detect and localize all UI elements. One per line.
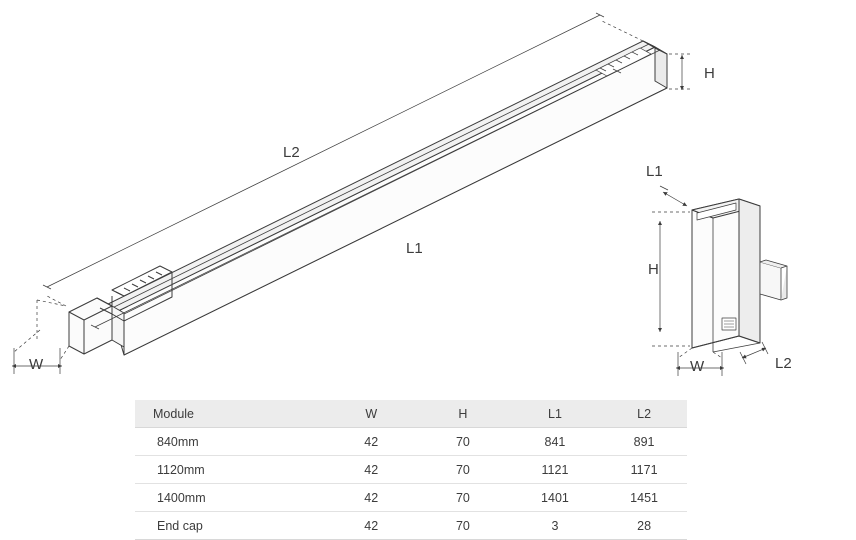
table-header-h: H [417, 400, 509, 428]
specification-table: Module W H L1 L2 840mm 42 70 841 891 112… [135, 400, 687, 540]
cell-l1: 1121 [508, 455, 602, 484]
dimension-label-endcap-l1: L1 [646, 163, 663, 180]
endcap-dimension-lines [652, 185, 769, 376]
cell-h: 70 [417, 483, 509, 512]
cell-w: 42 [325, 511, 418, 540]
table-row: 840mm 42 70 841 891 [135, 427, 687, 456]
table-header-module: Module [135, 400, 326, 428]
cell-l1: 841 [508, 427, 602, 456]
table-header-l1: L1 [508, 400, 602, 428]
table-row: End cap 42 70 3 28 [135, 511, 687, 540]
cell-module: 1400mm [135, 483, 326, 512]
cell-l2: 28 [601, 511, 687, 540]
dimension-label-main-h: H [704, 65, 715, 82]
dimension-label-endcap-l2: L2 [775, 355, 792, 372]
table-row: 1400mm 42 70 1401 1451 [135, 483, 687, 512]
cell-l1: 3 [508, 511, 602, 540]
dimension-label-main-l1: L1 [406, 240, 423, 257]
dimension-label-main-w: W [29, 356, 44, 373]
cell-l2: 891 [601, 427, 687, 456]
cell-module: End cap [135, 511, 326, 540]
endcap-section-view [691, 198, 788, 353]
main-luminaire-driver-detail [595, 47, 652, 77]
dimension-label-endcap-h: H [648, 261, 659, 278]
cell-w: 42 [325, 483, 418, 512]
table-row: 1120mm 42 70 1121 1171 [135, 455, 687, 484]
main-luminaire-end-cap [68, 265, 173, 355]
cell-h: 70 [417, 427, 509, 456]
main-dimension-lines [12, 12, 690, 374]
table-header-row: Module W H L1 L2 [135, 400, 687, 428]
cell-module: 840mm [135, 427, 326, 456]
dimension-label-main-l2: L2 [283, 144, 300, 161]
table-header-w: W [325, 400, 418, 428]
cell-w: 42 [325, 427, 418, 456]
cell-module: 1120mm [135, 455, 326, 484]
cell-l2: 1171 [601, 455, 687, 484]
cell-h: 70 [417, 511, 509, 540]
cell-h: 70 [417, 455, 509, 484]
cell-l1: 1401 [508, 483, 602, 512]
cell-l2: 1451 [601, 483, 687, 512]
dimension-label-endcap-w: W [690, 358, 705, 375]
cell-w: 42 [325, 455, 418, 484]
table-header-l2: L2 [601, 400, 687, 428]
